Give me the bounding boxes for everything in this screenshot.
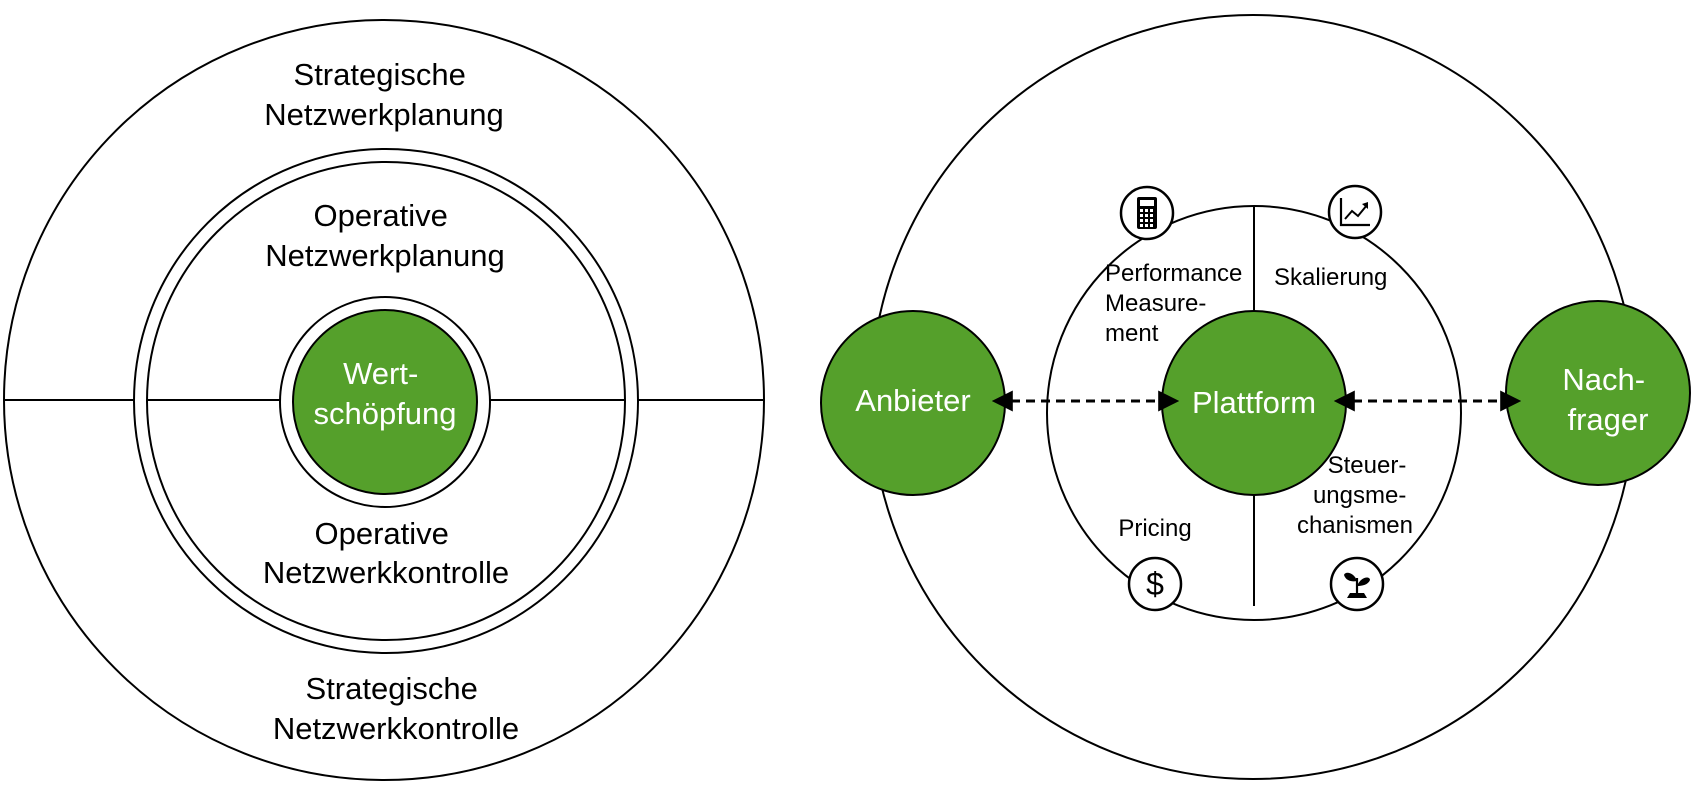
label-provider: Anbieter (855, 383, 970, 418)
core-circle (292, 309, 478, 495)
label-performance-measurement: Performance Measure- ment (1105, 260, 1249, 347)
label-value-creation: Wert- schöpfung (313, 356, 456, 431)
label-operative-planning: Operative Netzwerkplanung (265, 198, 505, 273)
label-pricing: Pricing (1118, 515, 1191, 542)
chart-icon (1327, 184, 1383, 240)
label-operative-control: Operative Netzwerkkontrolle (263, 516, 509, 590)
plant-icon (1329, 556, 1385, 612)
calculator-icon (1119, 185, 1175, 241)
label-strategic-planning: Strategische Netzwerkplanung (264, 57, 504, 132)
label-platform: Plattform (1192, 385, 1316, 420)
label-demander: Nach- frager (1562, 362, 1653, 437)
right-diagram: Anbieter Plattform Nach- frager Performa… (820, 14, 1691, 780)
svg-text:$: $ (1146, 566, 1164, 602)
left-diagram: Strategische Netzwerkplanung Operative N… (3, 19, 765, 781)
dollar-icon: $ (1127, 556, 1183, 612)
label-control-mechanisms: Steuer- ungsme- chanismen (1297, 452, 1413, 539)
label-strategic-control: Strategische Netzwerkkontrolle (273, 671, 519, 746)
label-scaling: Skalierung (1274, 264, 1387, 291)
